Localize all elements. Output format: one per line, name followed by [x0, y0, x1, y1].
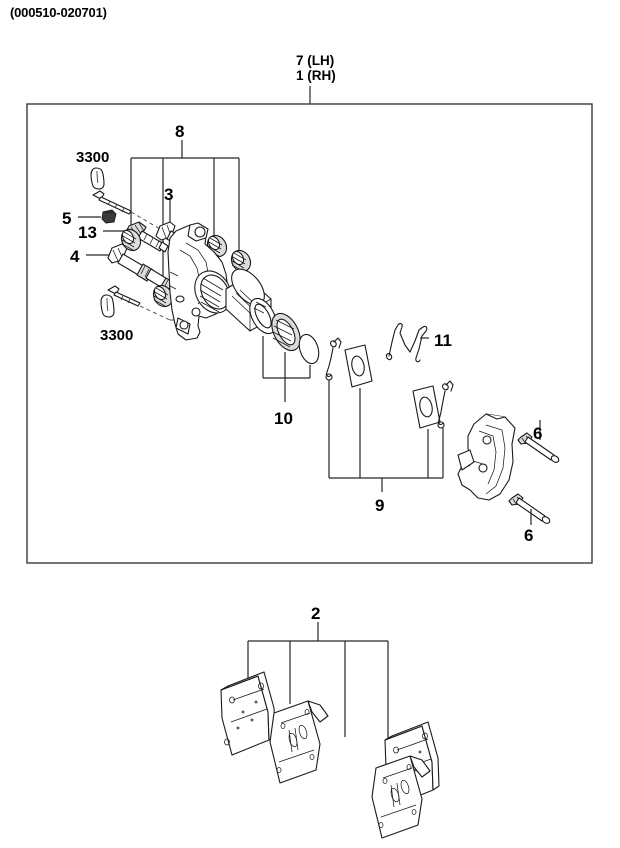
part-9-clip-right	[437, 380, 454, 429]
code-label-3300-upper: 3300	[76, 149, 110, 166]
brake-pad-inner-1	[269, 700, 329, 784]
part-10-seal-ring	[249, 297, 277, 335]
part-8-boot-d	[230, 249, 252, 273]
callout-label-13: 13	[78, 223, 97, 242]
callout-label-2: 2	[311, 604, 321, 623]
part-3300-lower	[100, 283, 197, 321]
part-10-retainer-disc	[298, 333, 320, 365]
part-6-bolt-lower	[508, 493, 551, 525]
caliper-carrier-bracket	[457, 413, 516, 501]
part-9-shim-left	[344, 344, 373, 388]
brake-pad-inner-2	[371, 755, 431, 839]
callout-bracket-10	[262, 336, 311, 402]
callout-label-9: 9	[375, 496, 385, 515]
part-8-boot-b	[152, 284, 174, 308]
caliper-body	[167, 222, 232, 341]
callout-bracket-8	[130, 140, 240, 290]
brake-pad-outer-1	[220, 671, 276, 756]
main-assembly-frame	[26, 103, 593, 564]
part-5-bleeder-cap	[101, 209, 117, 224]
callout-label-8: 8	[175, 122, 185, 141]
callout-label-3: 3	[164, 185, 174, 204]
assembly-title-lh: 7 (LH)	[296, 53, 335, 68]
part-9-shim-right	[412, 385, 441, 429]
callout-label-4: 4	[70, 247, 80, 266]
part-8-boot-a	[120, 228, 142, 252]
callout-label-11: 11	[434, 331, 452, 350]
callout-label-5: 5	[62, 209, 72, 228]
callout-label-6-lower: 6	[524, 526, 534, 545]
part-10-dust-boot	[271, 312, 301, 352]
part-9-clip-left	[325, 337, 342, 381]
code-label-3300-lower: 3300	[100, 327, 134, 344]
callout-bracket-9	[328, 380, 444, 492]
callout-label-10: 10	[274, 409, 293, 428]
assembly-title-rh: 1 (RH)	[296, 68, 336, 83]
part-11-retaining-spring	[385, 322, 429, 363]
date-range-header: (000510-020701)	[10, 5, 107, 20]
part-6-bolt-upper	[517, 420, 560, 463]
callout-label-6-upper: 6	[533, 424, 543, 443]
